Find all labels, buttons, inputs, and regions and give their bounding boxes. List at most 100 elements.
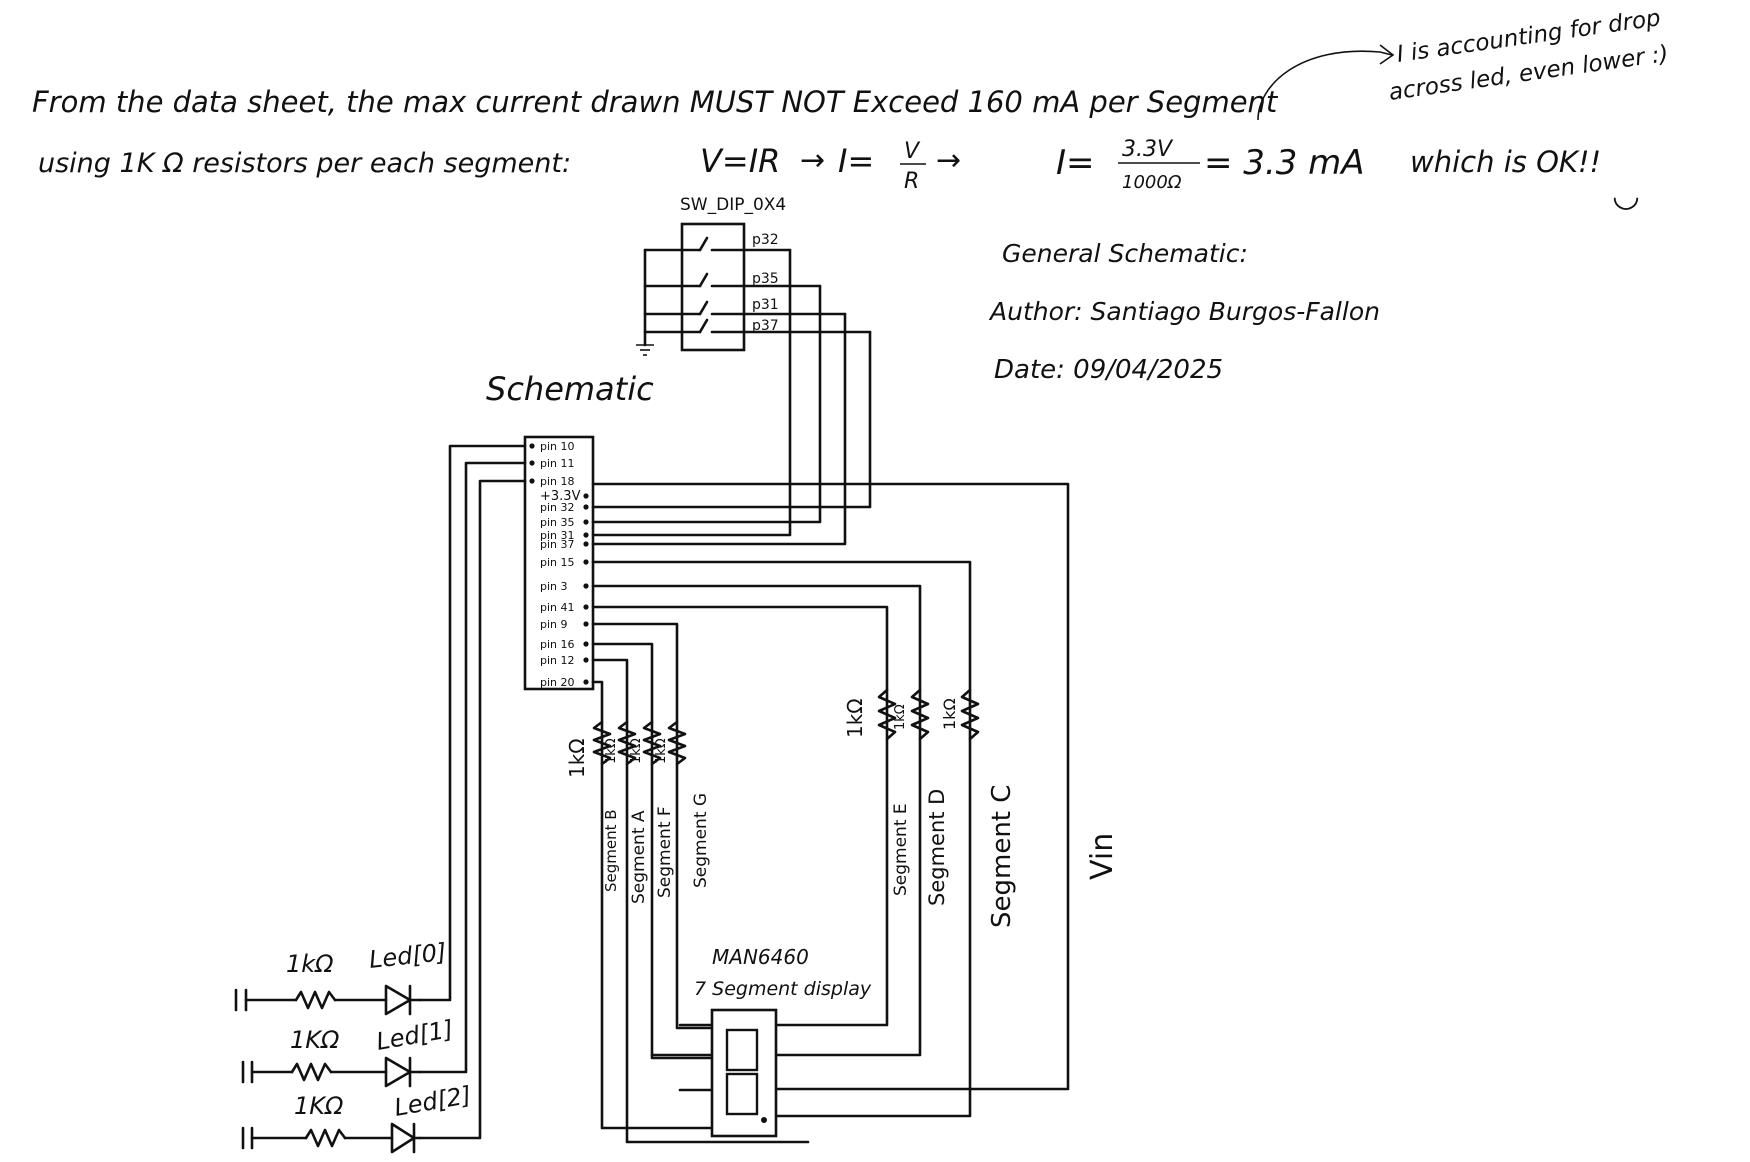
led-diode-icon	[384, 1056, 412, 1088]
segment-label: Segment B	[602, 809, 620, 892]
note-line-2: using 1K Ω resistors per each segment:	[38, 148, 571, 179]
mcu-pin-label: pin 16	[540, 638, 575, 651]
mcu-pin-label: pin 10	[540, 440, 575, 453]
mcu-pin-dot	[583, 519, 589, 525]
mcu-pin-dot	[583, 541, 589, 547]
display-description: 7 Segment display	[694, 978, 872, 1000]
resistor-value-label: 1kΩ	[893, 704, 908, 730]
formula-result: = 3.3 mA	[1204, 143, 1365, 183]
dip-switch-row	[643, 272, 822, 288]
display-part-number: MAN6460	[712, 945, 809, 969]
segment-label: Segment G	[691, 793, 711, 888]
resistor-value-label: 1kΩ	[565, 738, 589, 778]
mcu-pin-dot	[583, 583, 589, 589]
dip-pin-label: p35	[752, 271, 779, 287]
resistor-group-left	[592, 720, 687, 766]
mcu-pin-dot	[529, 478, 535, 484]
mcu-pin-label: pin 41	[540, 601, 575, 614]
dip-pin-label: p37	[752, 318, 779, 334]
segment-label: Segment E	[891, 803, 911, 896]
dip-pin-label: p31	[752, 297, 779, 313]
resistor-value-label: 1kΩ	[654, 738, 669, 764]
led-circuit-2	[241, 1122, 422, 1154]
dip-switch-row	[643, 300, 847, 316]
mcu-pin-label: pin 31	[540, 529, 575, 542]
arrow-icon: →	[936, 143, 961, 178]
resistor-value-label: 1kΩ	[940, 698, 959, 730]
resistor	[910, 688, 930, 741]
mcu-pin-label: pin 37	[540, 538, 575, 551]
mcu-pin-label: pin 20	[540, 676, 575, 689]
mcu-pin-dot	[583, 493, 589, 499]
resistor	[294, 990, 337, 1010]
mcu-pin-dot	[583, 604, 589, 610]
resistor	[642, 720, 662, 766]
seven-segment-digit-icon	[725, 1028, 767, 1123]
resistor	[290, 1062, 333, 1082]
mcu-pin-dot	[583, 504, 589, 510]
frac1-denominator: R	[904, 169, 919, 194]
led-diode-icon	[390, 1122, 416, 1154]
mcu-pin-dot	[583, 657, 589, 663]
microcontroller-body	[523, 435, 595, 691]
author-line: Author: Santiago Burgos-Fallon	[988, 297, 1380, 326]
led-label: Led[0]	[368, 938, 448, 974]
note-conclusion: which is OK!!	[1410, 145, 1601, 179]
mcu-pin-dot	[529, 443, 535, 449]
note-line-1: From the data sheet, the max current dra…	[32, 85, 1279, 119]
dip-switch-row	[643, 236, 792, 252]
arrow-icon: →	[800, 143, 825, 178]
segment-label: Segment C	[987, 785, 1017, 928]
segment-label: Segment F	[655, 806, 675, 898]
ground-icon	[636, 344, 654, 356]
resistor	[877, 688, 897, 741]
formula-i-equals: I=	[838, 142, 874, 180]
wires	[418, 248, 1070, 1144]
formula-ohms-law: V=IR	[700, 142, 780, 180]
schematic-label: Schematic	[486, 370, 654, 408]
dip-switch-label: SW_DIP_0X4	[680, 195, 786, 215]
mcu-pin-label: pin 32	[540, 501, 575, 514]
mcu-pin-label: pin 11	[540, 457, 575, 470]
led-label: Led[1]	[374, 1015, 455, 1056]
resistor-value-label: 1kΩ	[843, 698, 867, 738]
formula-i-equals-2: I=	[1056, 143, 1095, 183]
mcu-pin-dot	[583, 621, 589, 627]
curved-arrow-icon	[1257, 50, 1393, 121]
mcu-pin-dot	[583, 532, 589, 538]
mcu-pin-label: +3.3V	[540, 489, 581, 504]
mcu-pin-label: pin 15	[540, 556, 575, 569]
resistor	[960, 688, 980, 741]
led-resistor-label: 1kΩ	[286, 950, 334, 978]
mcu-pin-dot	[529, 460, 535, 466]
resistor-value-label: 1kΩ	[629, 738, 644, 764]
frac1-numerator: V	[904, 139, 921, 164]
frac2-denominator: 1000Ω	[1122, 172, 1182, 193]
led-circuit-0	[234, 984, 422, 1016]
led-resistor-label: 1KΩ	[290, 1026, 340, 1054]
mcu-pin-label: pin 12	[540, 654, 575, 667]
mcu-pin-label: pin 35	[540, 516, 575, 529]
led-circuit-1	[241, 1056, 422, 1088]
segment-label: Segment D	[925, 789, 949, 906]
resistor	[592, 720, 612, 766]
resistor	[667, 720, 687, 766]
led-diode-icon	[384, 984, 412, 1016]
mcu-pin-label: pin 3	[540, 580, 568, 593]
mcu-pin-label: pin 18	[540, 475, 575, 488]
dip-pin-label: p32	[752, 232, 779, 248]
smile-icon: ◡	[1612, 176, 1640, 214]
arrow-head-icon	[1379, 44, 1395, 65]
resistor	[617, 720, 637, 766]
schematic-title: General Schematic:	[1002, 239, 1248, 268]
led-label: Led[2]	[392, 1081, 473, 1122]
resistor	[304, 1128, 347, 1148]
frac2-numerator: 3.3V	[1122, 137, 1174, 162]
mcu-pin-dot	[583, 679, 589, 685]
led-resistor-label: 1KΩ	[294, 1092, 344, 1120]
segment-label: Segment A	[629, 810, 649, 904]
date-line: Date: 09/04/2025	[994, 355, 1223, 385]
mcu-pin-dot	[583, 641, 589, 647]
